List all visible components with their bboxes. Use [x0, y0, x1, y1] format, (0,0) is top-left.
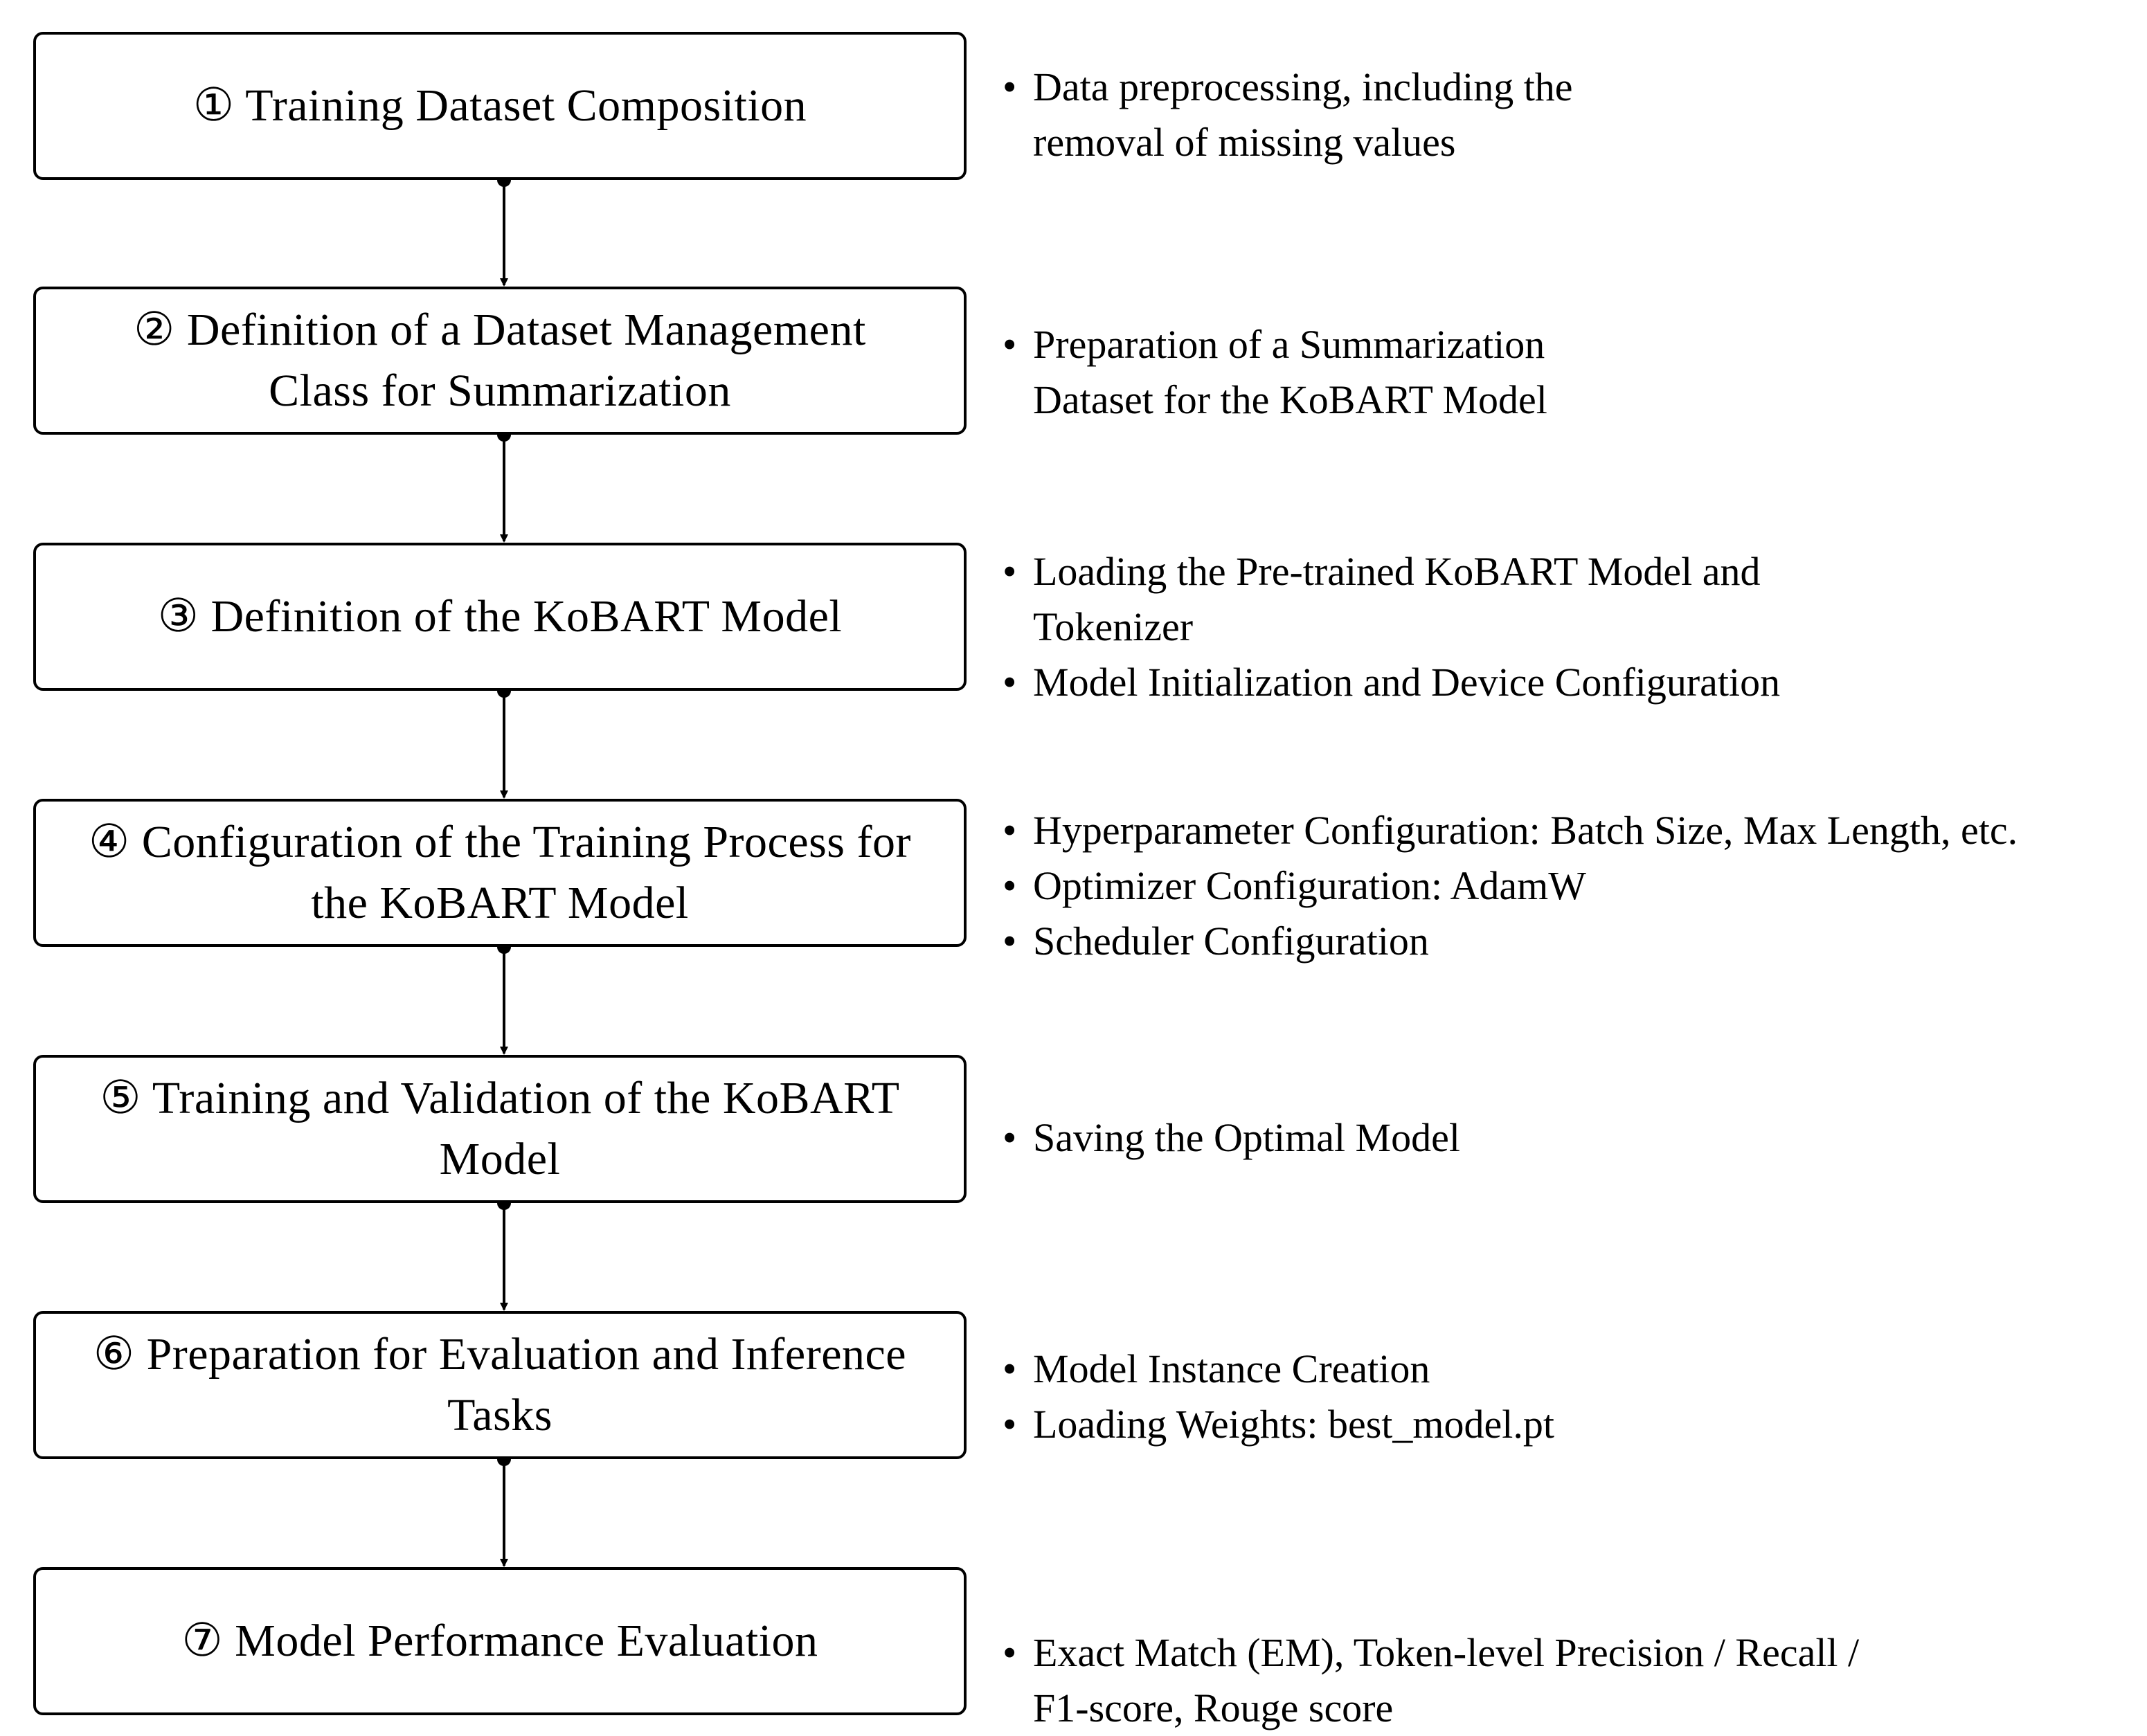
- note-item: • Data preprocessing, including the remov…: [1003, 60, 1626, 170]
- step-notes-1: • Data preprocessing, including the remov…: [1003, 60, 1626, 170]
- step-box-1: ① Training Dataset Composition: [33, 32, 967, 180]
- note-text: Optimizer Configuration: AdamW: [1033, 863, 1586, 908]
- step-notes-2: • Preparation of a Summarization Dataset …: [1003, 317, 1626, 428]
- step-notes-5: • Saving the Optimal Model: [1003, 1110, 1695, 1166]
- bullet-icon: •: [1003, 1402, 1017, 1447]
- note-text: Loading the Pre-trained KoBART Model and…: [1033, 549, 1761, 649]
- step-box-4: ④ Configuration of the Training Process …: [33, 799, 967, 947]
- bullet-icon: •: [1003, 660, 1017, 705]
- bullet-icon: •: [1003, 919, 1017, 964]
- note-text: Model Initialization and Device Configur…: [1033, 660, 1781, 705]
- note-text: Preparation of a Summarization Dataset f…: [1033, 322, 1547, 422]
- bullet-icon: •: [1003, 863, 1017, 908]
- note-item: • Model Instance Creation: [1003, 1341, 1695, 1397]
- note-text: Data preprocessing, including the remova…: [1033, 64, 1573, 165]
- step-box-2: ② Definition of a Dataset Management Cla…: [33, 287, 967, 435]
- step-notes-3: • Loading the Pre-trained KoBART Model an…: [1003, 544, 1875, 710]
- step-notes-7: • Exact Match (EM), Token-level Precision…: [1003, 1625, 1861, 1736]
- note-item: • Scheduler Configuration: [1003, 914, 2138, 969]
- note-text: Exact Match (EM), Token-level Precision …: [1033, 1630, 1860, 1730]
- bullet-icon: •: [1003, 322, 1017, 367]
- note-text: Scheduler Configuration: [1033, 919, 1429, 964]
- note-text: Hyperparameter Configuration: Batch Size…: [1033, 808, 2018, 853]
- step-notes-4: • Hyperparameter Configuration: Batch Siz…: [1003, 803, 2138, 969]
- bullet-icon: •: [1003, 808, 1017, 853]
- note-text: Model Instance Creation: [1033, 1346, 1430, 1391]
- note-item: • Optimizer Configuration: AdamW: [1003, 858, 2138, 914]
- note-text: Saving the Optimal Model: [1033, 1115, 1460, 1160]
- bullet-icon: •: [1003, 1115, 1017, 1160]
- step-box-3: ③ Definition of the KoBART Model: [33, 543, 967, 691]
- bullet-icon: •: [1003, 64, 1017, 109]
- step-label-7: ⑦ Model Performance Evaluation: [181, 1616, 818, 1666]
- step-label-3: ③ Definition of the KoBART Model: [157, 591, 843, 642]
- step-label-4: ④ Configuration of the Training Process …: [89, 817, 911, 928]
- note-item: • Loading Weights: best_model.pt: [1003, 1397, 1695, 1452]
- step-box-6: ⑥ Preparation for Evaluation and Inferen…: [33, 1311, 967, 1459]
- note-item: • Model Initialization and Device Configu…: [1003, 655, 1875, 710]
- note-item: • Preparation of a Summarization Dataset …: [1003, 317, 1626, 428]
- step-label-1: ① Training Dataset Composition: [192, 80, 807, 131]
- note-item: • Hyperparameter Configuration: Batch Siz…: [1003, 803, 2138, 858]
- note-text: Loading Weights: best_model.pt: [1033, 1402, 1555, 1447]
- step-label-2: ② Definition of a Dataset Management Cla…: [134, 305, 866, 416]
- bullet-icon: •: [1003, 1346, 1017, 1391]
- step-notes-6: • Model Instance Creation • Loading Weights…: [1003, 1341, 1695, 1452]
- step-label-6: ⑥ Preparation for Evaluation and Inferen…: [93, 1329, 907, 1440]
- bullet-icon: •: [1003, 549, 1017, 594]
- step-box-5: ⑤ Training and Validation of the KoBART …: [33, 1055, 967, 1203]
- note-item: • Saving the Optimal Model: [1003, 1110, 1695, 1166]
- note-item: • Exact Match (EM), Token-level Precision…: [1003, 1625, 1861, 1736]
- step-box-7: ⑦ Model Performance Evaluation: [33, 1567, 967, 1715]
- step-label-5: ⑤ Training and Validation of the KoBART …: [100, 1073, 900, 1184]
- note-item: • Loading the Pre-trained KoBART Model an…: [1003, 544, 1875, 655]
- bullet-icon: •: [1003, 1630, 1017, 1675]
